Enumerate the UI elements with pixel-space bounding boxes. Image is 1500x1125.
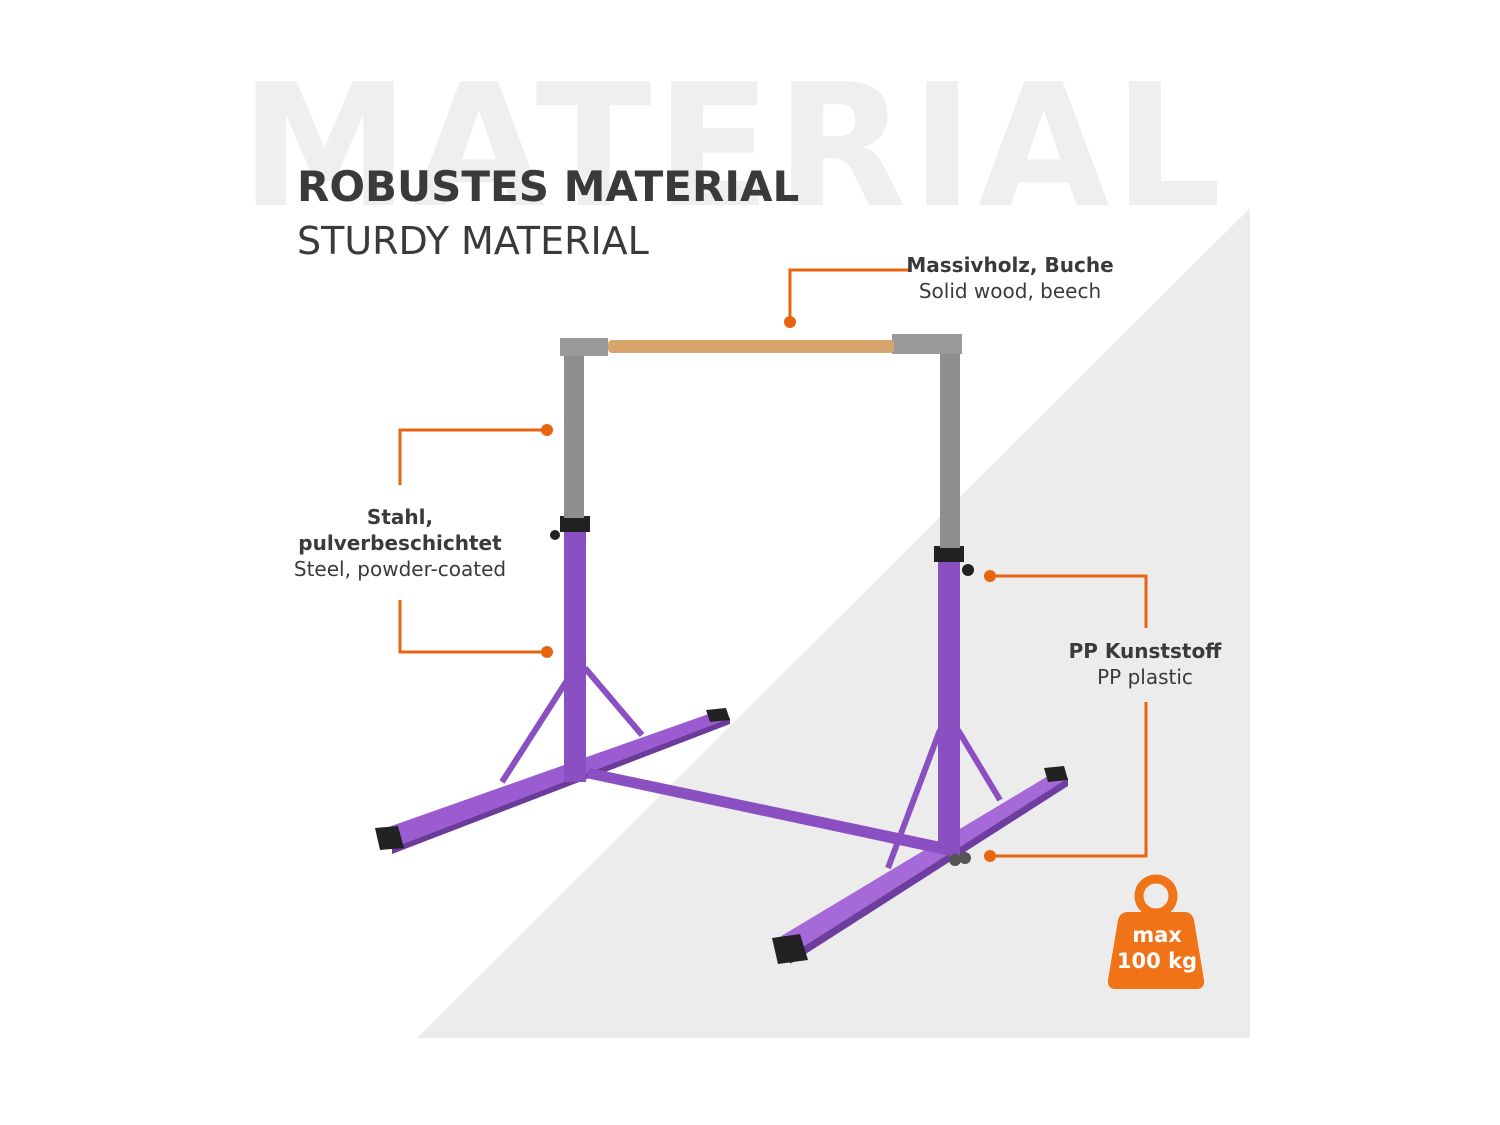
page-title: ROBUSTES MATERIAL [297, 162, 800, 211]
callout-wood-en: Solid wood, beech [918, 279, 1102, 303]
callout-plastic: PP Kunststoff PP plastic [1060, 638, 1230, 690]
callout-wood: Massivholz, Buche Solid wood, beech [905, 252, 1115, 304]
weight-icon [1107, 874, 1205, 989]
callout-steel: Stahl, pulverbeschichtet Steel, powder-c… [280, 504, 520, 582]
callout-plastic-de: PP Kunststoff [1068, 639, 1222, 663]
callout-wood-de: Massivholz, Buche [906, 253, 1114, 277]
background-watermark-word: MATERIAL [240, 48, 1226, 246]
weight-badge-text: max 100 kg [1112, 922, 1202, 974]
callout-steel-de-line1: Stahl, [366, 505, 434, 529]
callout-steel-en: Steel, powder-coated [293, 557, 507, 581]
weight-badge-line2: 100 kg [1116, 949, 1198, 973]
weight-badge-line1: max [1132, 923, 1182, 947]
callout-plastic-en: PP plastic [1097, 665, 1193, 689]
page-subtitle: STURDY MATERIAL [297, 219, 649, 263]
callout-steel-de-line2: pulverbeschichtet [298, 531, 502, 555]
